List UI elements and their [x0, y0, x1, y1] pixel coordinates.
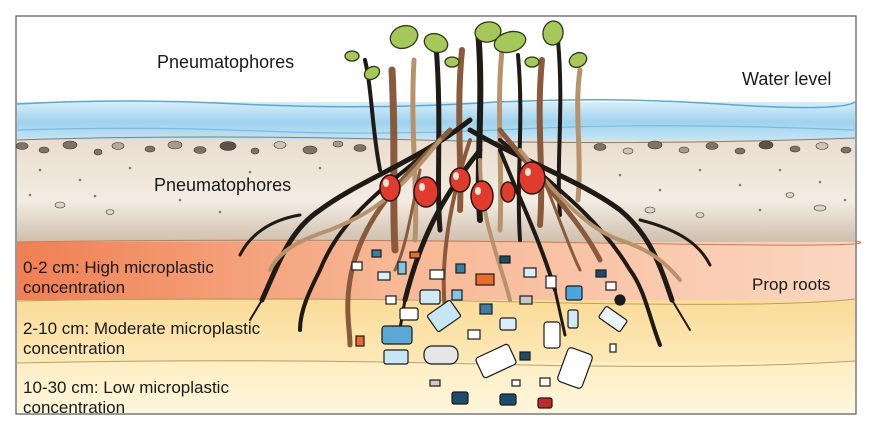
- zone-high-depth: 0-2 cm: High microplastic: [23, 258, 214, 277]
- zone-moderate-concentration: concentration: [23, 339, 126, 358]
- pneumatophores-label-mid: Pneumatophores: [154, 175, 292, 195]
- zone-high-concentration: concentration: [23, 278, 126, 297]
- sediment-dots: [28, 166, 847, 214]
- fruit-highlights: [383, 168, 531, 195]
- zone-high-label: 0-2 cm: High microplastic concentration: [23, 258, 214, 298]
- prop-roots-label: Prop roots: [752, 275, 831, 294]
- microplastic-particles: [351, 249, 628, 409]
- leaves: [344, 20, 588, 81]
- pneumatophores-label-top: Pneumatophores: [157, 52, 295, 72]
- water-level-label: Water level: [742, 69, 832, 89]
- zone-moderate-depth: 2-10 cm: Moderate microplastic: [23, 319, 261, 338]
- zone-low-label: 10-30 cm: Low microplastic concentration: [23, 378, 229, 418]
- zone-low: [16, 360, 856, 413]
- zone-moderate-label: 2-10 cm: Moderate microplastic concentra…: [23, 319, 260, 359]
- zone-low-depth: 10-30 cm: Low microplastic: [23, 378, 229, 397]
- pebbles: [15, 140, 852, 218]
- water-band: [16, 98, 856, 142]
- zone-low-concentration: concentration: [23, 398, 126, 417]
